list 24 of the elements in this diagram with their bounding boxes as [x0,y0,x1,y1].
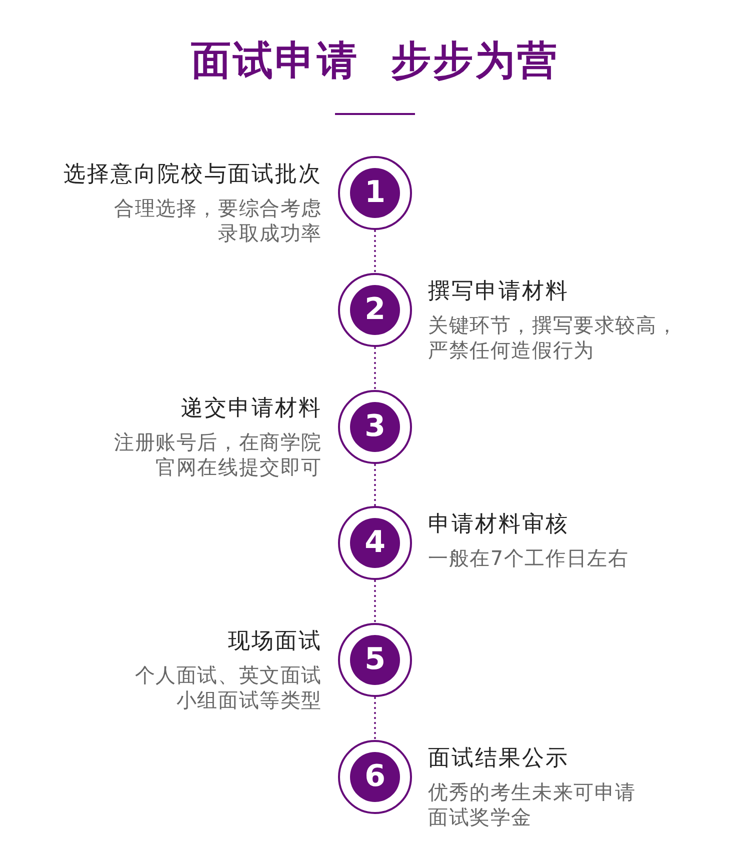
step-number: 4 [350,518,400,568]
dotted-connector [374,230,376,273]
step-description: 一般在7个工作日左右 [428,546,630,571]
step-title: 面试结果公示 [428,746,569,772]
step-title: 撰写申请材料 [428,279,569,305]
step-title: 选择意向院校与面试批次 [64,162,322,188]
step-description: 优秀的考生未来可申请面试奖学金 [428,780,637,830]
dotted-connector [374,347,376,390]
dotted-connector [374,580,376,623]
step-number: 2 [350,285,400,335]
step-description: 关键环节，撰写要求较高，严禁任何造假行为 [428,313,679,363]
step-title: 现场面试 [228,629,322,655]
step-title: 递交申请材料 [181,396,322,422]
dotted-connector [374,464,376,506]
dotted-connector [374,697,376,740]
step-number: 6 [350,752,400,802]
step-title: 申请材料审核 [428,512,569,538]
step-number: 1 [350,168,400,218]
page-title: 面试申请 步步为营 [191,37,559,85]
step-description: 注册账号后，在商学院官网在线提交即可 [113,430,322,480]
step-number: 5 [350,635,400,685]
step-description: 合理选择，要综合考虑录取成功率 [113,196,322,246]
step-description: 个人面试、英文面试小组面试等类型 [134,663,322,713]
step-number: 3 [350,402,400,452]
